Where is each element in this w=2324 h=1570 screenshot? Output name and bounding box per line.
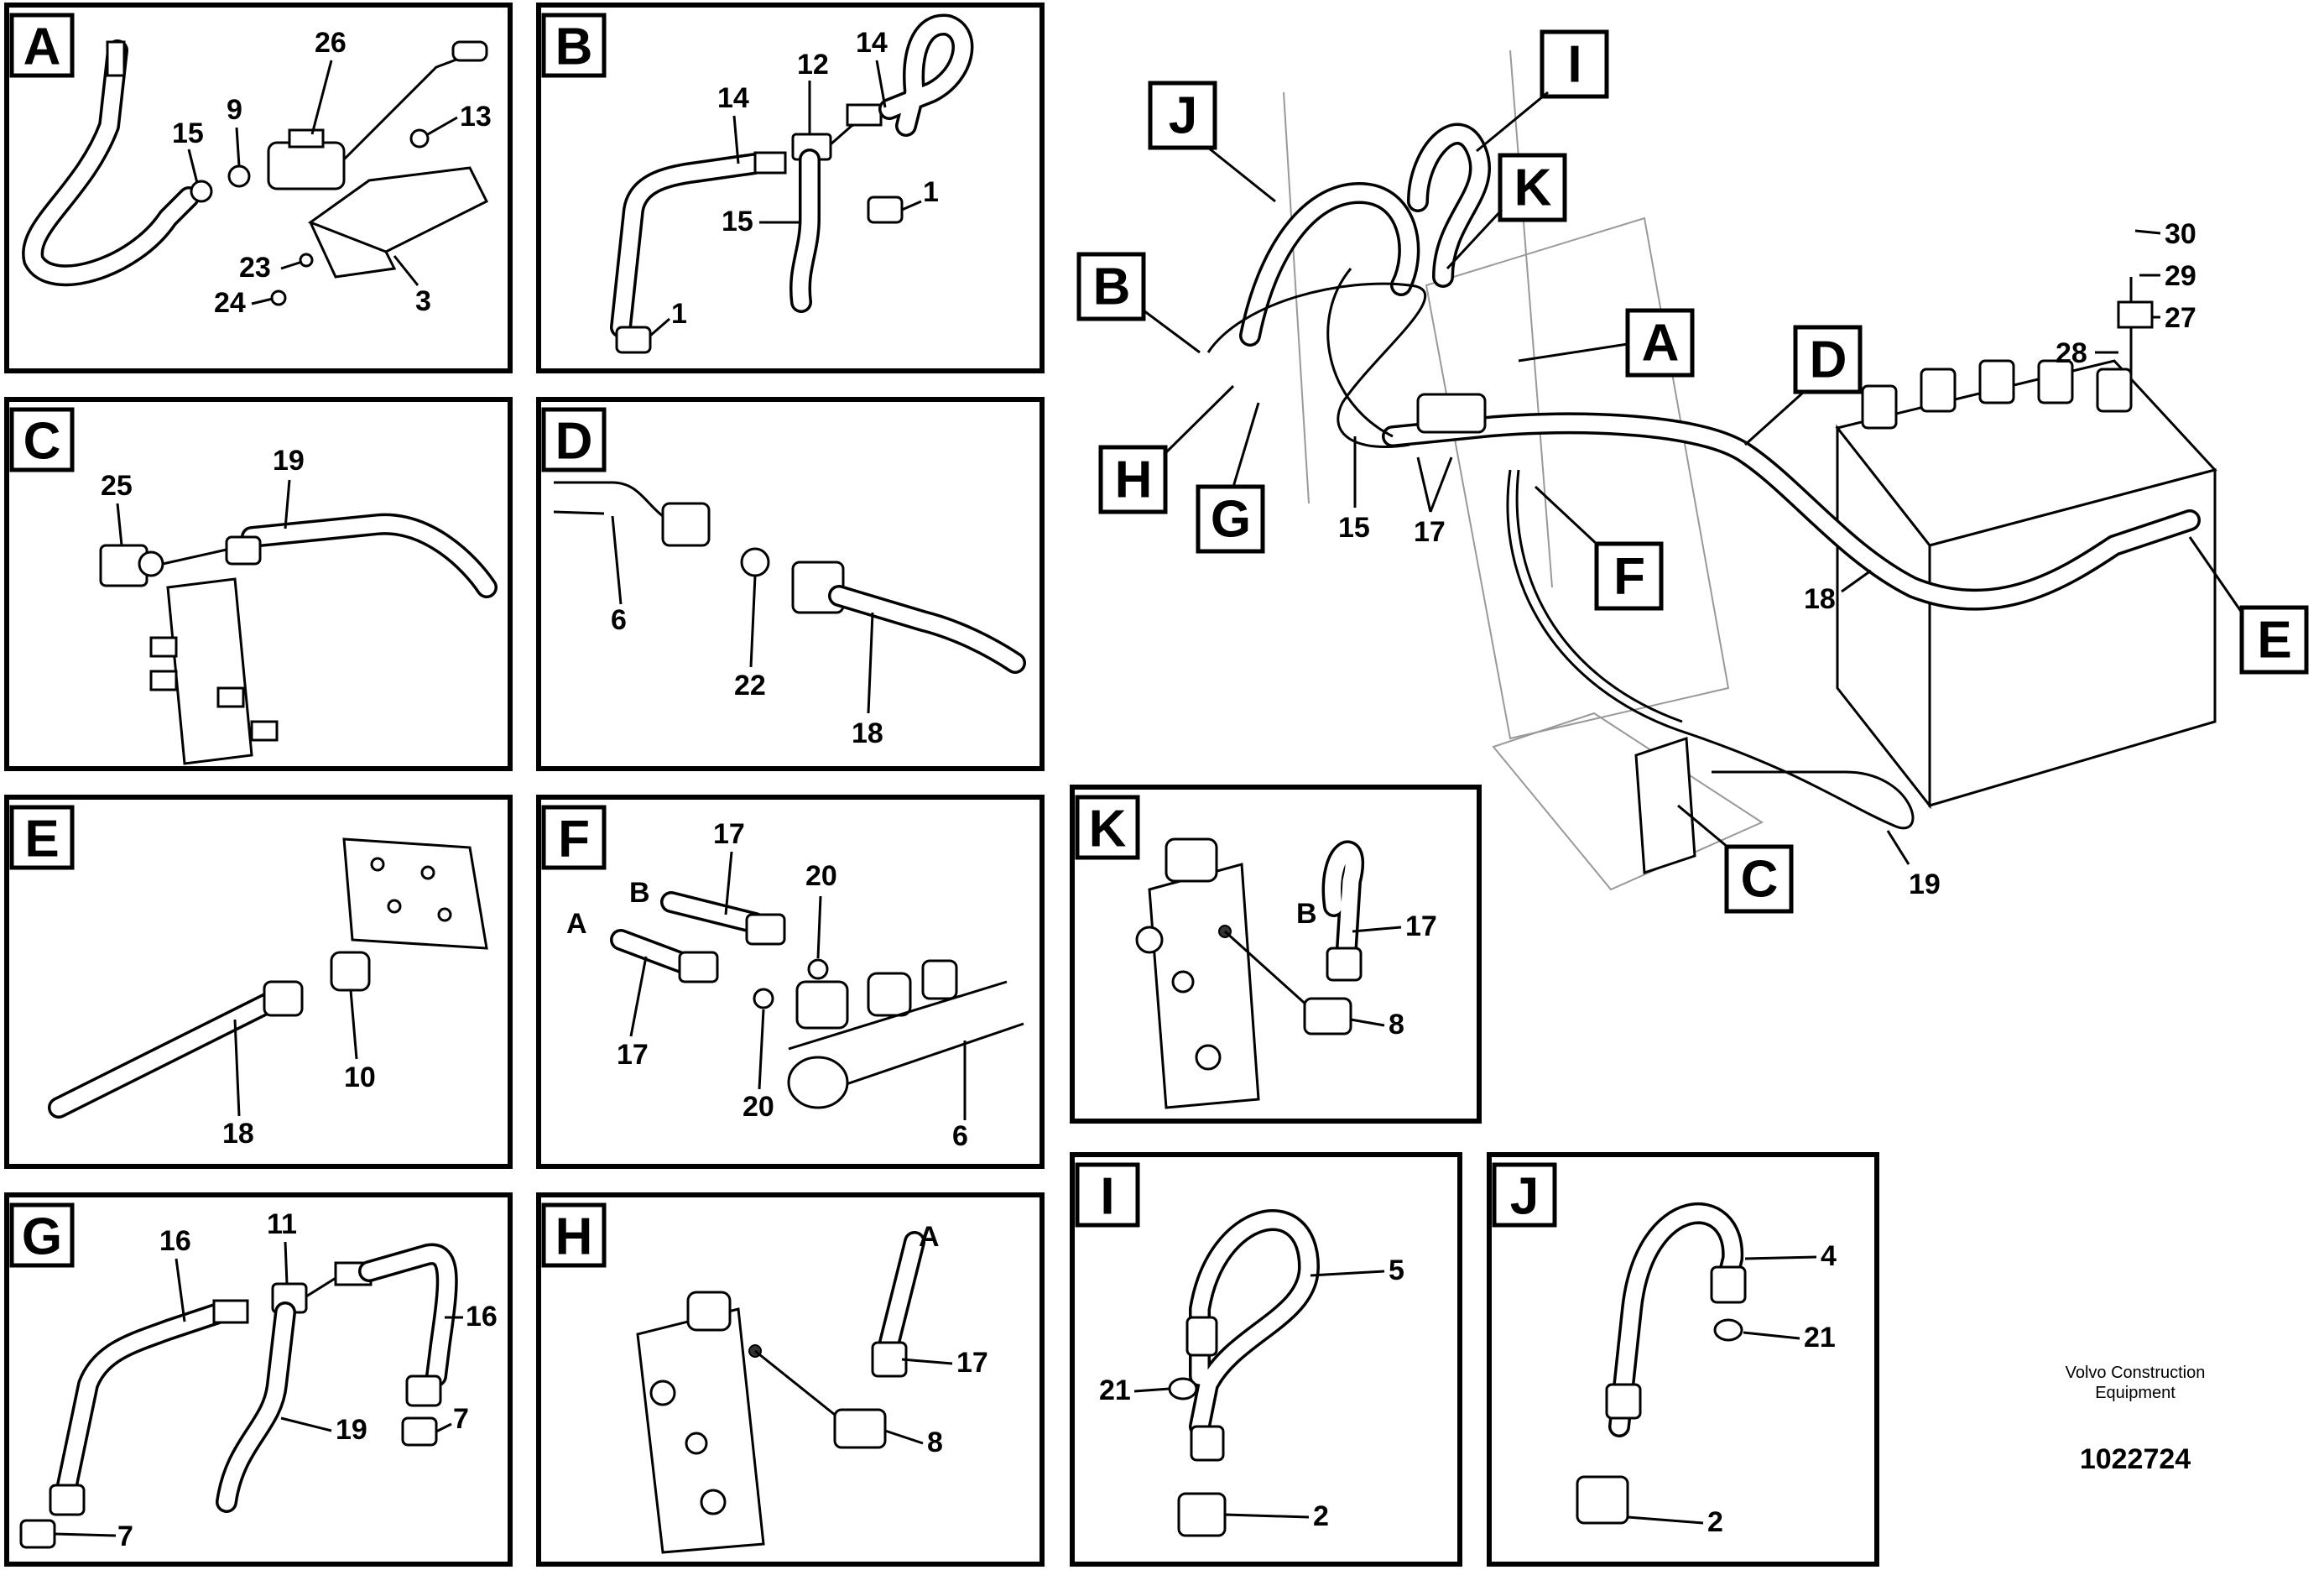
- panel-k-label-b: B: [1296, 898, 1317, 930]
- panel-j: J 4 21 2: [1487, 1152, 1879, 1567]
- panel-a-label-13: 13: [460, 101, 492, 133]
- overview-tag-k: K: [1514, 159, 1552, 217]
- overview-label-27: 27: [2165, 302, 2196, 334]
- panel-e: E 10 18: [4, 795, 513, 1169]
- panel-k-label-8: 8: [1389, 1009, 1404, 1041]
- panel-g-label-16b: 16: [466, 1301, 498, 1333]
- panel-f-label-6: 6: [952, 1120, 968, 1152]
- panel-k-label-17: 17: [1405, 910, 1437, 942]
- panel-a: A 26 9 15 13 23 24 3: [4, 3, 513, 373]
- panel-a-tag: A: [23, 18, 61, 76]
- overview-tag-g: G: [1211, 491, 1251, 549]
- overview-tag-c: C: [1741, 851, 1779, 909]
- panel-c: C 25 19: [4, 397, 513, 771]
- panel-f-label-20b: 20: [743, 1091, 774, 1123]
- overview-tag-i: I: [1567, 36, 1581, 94]
- panel-a-label-26: 26: [315, 27, 347, 59]
- overview-label-29: 29: [2165, 260, 2196, 292]
- panel-c-label-25: 25: [101, 470, 133, 502]
- panel-g-label-19: 19: [336, 1414, 367, 1446]
- panel-j-tag: J: [1510, 1168, 1539, 1226]
- overview-label-17: 17: [1414, 516, 1446, 548]
- panel-h-label-a: A: [919, 1221, 940, 1253]
- panel-f: F 17 20 B A 17 20 6: [536, 795, 1045, 1169]
- panel-j-label-4: 4: [1821, 1240, 1837, 1272]
- panel-a-label-23: 23: [239, 252, 271, 284]
- panel-b-label-1b: 1: [671, 298, 687, 330]
- panel-b-label-12: 12: [797, 49, 829, 81]
- overview-label-30: 30: [2165, 218, 2196, 250]
- panel-i-tag: I: [1100, 1168, 1114, 1226]
- brand-line-2: Equipment: [2095, 1384, 2175, 1402]
- panel-k: K B 17 8: [1070, 785, 1482, 1124]
- panel-e-label-10: 10: [344, 1061, 376, 1093]
- panel-e-label-18: 18: [222, 1118, 254, 1150]
- panel-a-label-15: 15: [172, 117, 204, 149]
- overview-tag-d: D: [1810, 331, 1847, 389]
- panel-j-label-21: 21: [1804, 1322, 1836, 1354]
- brand-line-1: Volvo Construction: [2066, 1364, 2206, 1382]
- overview-label-18: 18: [1804, 583, 1836, 615]
- overview-tag-b: B: [1093, 258, 1131, 316]
- panel-h: H A 17 8: [536, 1192, 1045, 1567]
- panel-a-label-3: 3: [415, 285, 431, 317]
- panel-d-label-18: 18: [852, 717, 883, 749]
- overview-tag-f: F: [1613, 548, 1645, 606]
- panel-a-label-9: 9: [227, 94, 242, 126]
- panel-g: G 11 16 16 19 7 7: [4, 1192, 513, 1567]
- drawing-code: 1022724: [2080, 1443, 2191, 1475]
- panel-a-label-24: 24: [214, 287, 246, 319]
- panel-e-tag: E: [24, 811, 59, 868]
- panel-d: D 6 22 18: [536, 397, 1045, 771]
- panel-f-label-17b: 17: [617, 1039, 649, 1071]
- panel-h-label-8: 8: [927, 1427, 943, 1458]
- panel-b-label-1: 1: [923, 176, 939, 208]
- panel-b-label-14: 14: [717, 82, 749, 114]
- overview-tag-h: H: [1115, 451, 1153, 509]
- panel-g-label-7b: 7: [117, 1520, 133, 1552]
- panel-b-tag: B: [555, 18, 593, 76]
- panel-h-label-17: 17: [956, 1347, 988, 1379]
- overview-tag-j: J: [1169, 87, 1197, 145]
- panel-g-label-7: 7: [453, 1403, 469, 1435]
- panel-d-label-6: 6: [611, 604, 627, 636]
- overview-tag-a: A: [1642, 315, 1680, 373]
- brand-footer: Volvo Construction Equipment 1022724: [2066, 1364, 2206, 1475]
- panel-g-label-11: 11: [267, 1208, 297, 1240]
- overview-assembly: J I K B A D H G F E C 30 29: [1076, 29, 2309, 914]
- panel-i-label-21: 21: [1099, 1374, 1131, 1406]
- panel-f-tag: F: [558, 811, 590, 868]
- panel-c-label-19: 19: [273, 445, 305, 477]
- panel-f-label-17: 17: [713, 818, 745, 850]
- panel-f-label-b: B: [629, 877, 650, 909]
- panel-b-label-15: 15: [722, 206, 753, 237]
- panel-i-label-5: 5: [1389, 1254, 1404, 1286]
- overview-tag-e: E: [2257, 612, 2291, 670]
- panel-h-tag: H: [555, 1208, 593, 1266]
- panel-d-label-22: 22: [734, 670, 766, 702]
- panel-g-label-16: 16: [159, 1225, 191, 1257]
- panel-c-tag: C: [23, 413, 61, 471]
- overview-label-28: 28: [2056, 337, 2087, 369]
- panel-b: B 12 14 14 15 1 1: [536, 3, 1045, 373]
- panel-f-label-a: A: [566, 908, 587, 940]
- panel-i: I 5 21 2: [1070, 1152, 1462, 1567]
- panel-k-tag: K: [1089, 801, 1127, 858]
- panel-i-label-2: 2: [1313, 1500, 1329, 1532]
- panel-g-tag: G: [22, 1208, 62, 1266]
- panel-j-label-2: 2: [1707, 1506, 1723, 1538]
- overview-label-19: 19: [1909, 868, 1941, 900]
- panel-f-label-20: 20: [805, 860, 837, 892]
- panel-b-label-14b: 14: [856, 27, 888, 59]
- panel-d-tag: D: [555, 413, 593, 471]
- overview-label-15: 15: [1338, 512, 1370, 544]
